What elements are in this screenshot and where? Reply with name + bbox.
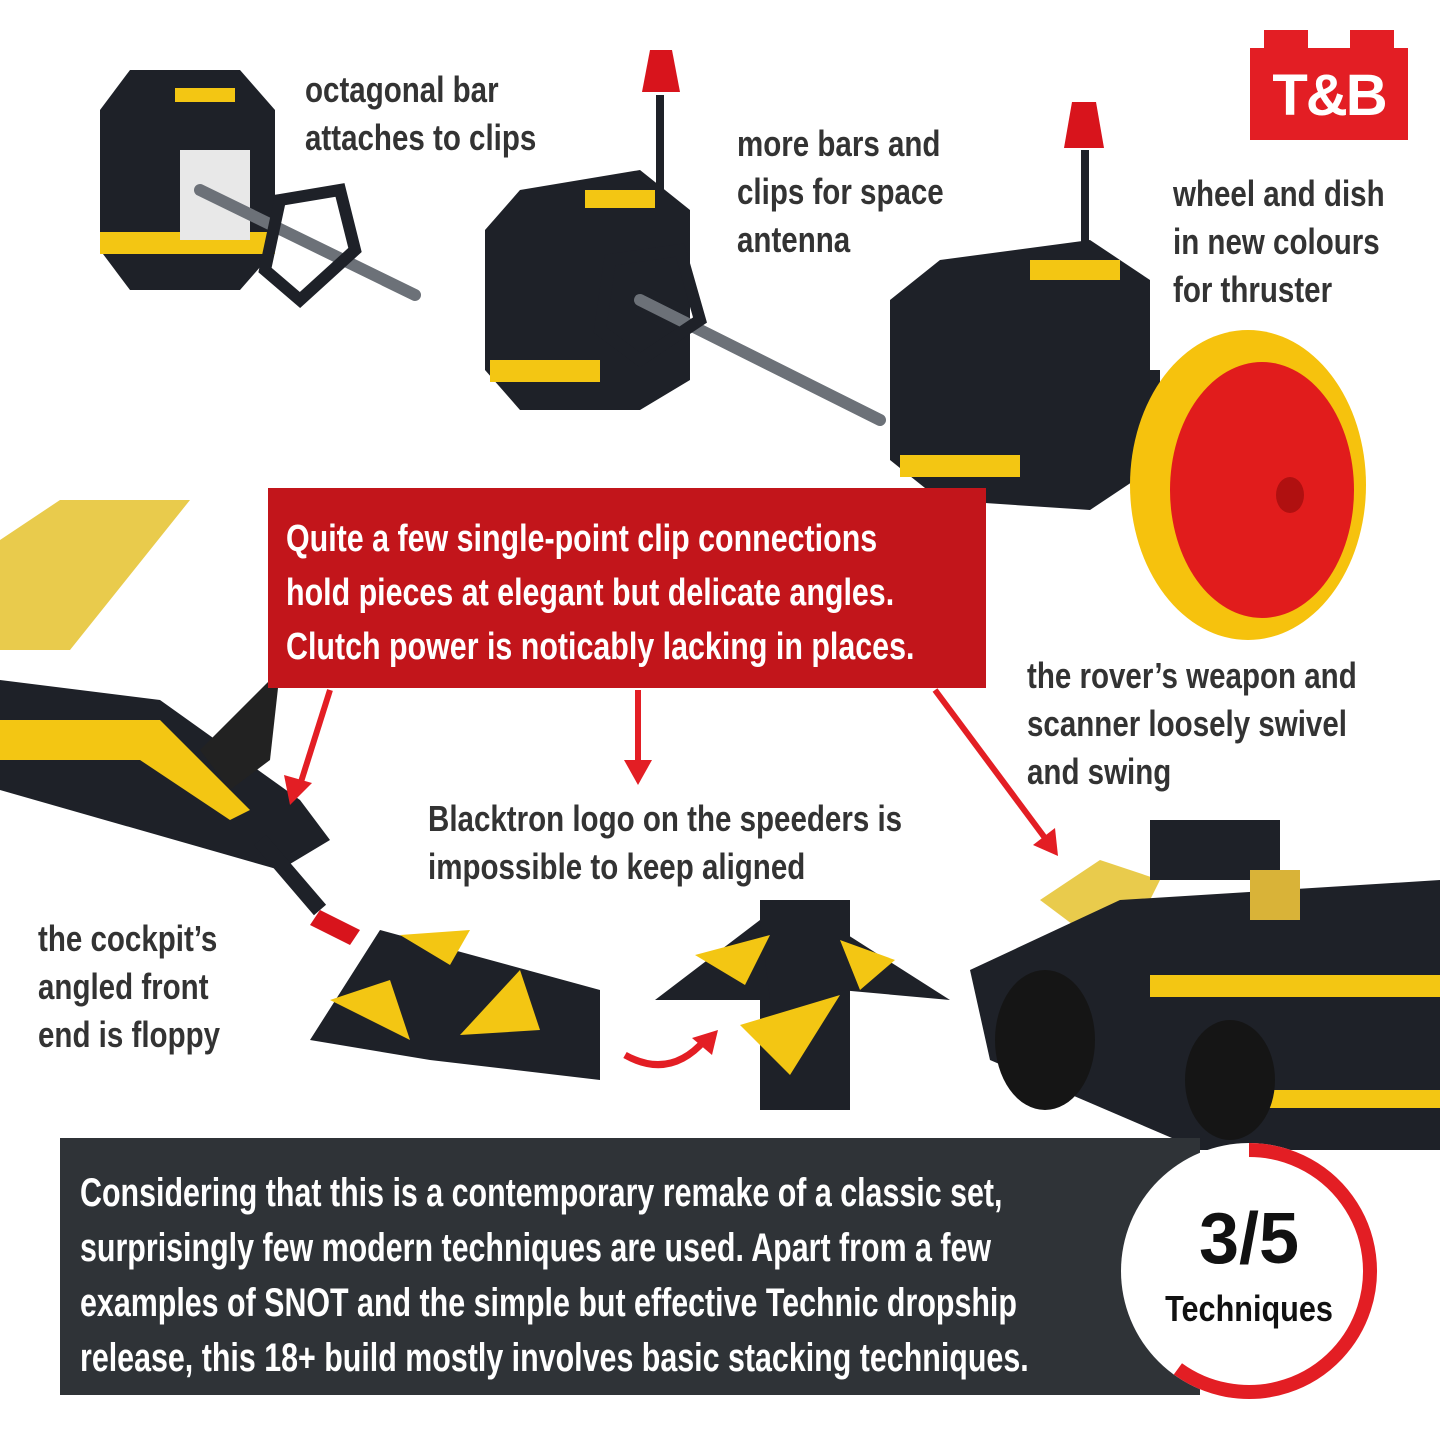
callout-arrows: [284, 688, 1058, 856]
callout-line: Clutch power is noticably lacking in pla…: [286, 626, 915, 668]
photo-cockpit: [0, 500, 360, 945]
rating-label: Techniques: [1165, 1288, 1333, 1329]
rotate-arrow: [623, 1037, 708, 1069]
photo-antenna: [485, 50, 886, 426]
summary-line: release, this 18+ build mostly involves …: [80, 1336, 1029, 1380]
logo-text: T&B: [1272, 63, 1387, 128]
callout-line: hold pieces at elegant but delicate angl…: [286, 572, 895, 614]
rating-ring: [1173, 1143, 1377, 1399]
rating-badge: 3/5 Techniques: [1118, 1140, 1380, 1402]
photo-thruster: [890, 102, 1366, 640]
callout-box: Quite a few single-point clip connection…: [268, 488, 986, 688]
photo-speeder-right: [655, 900, 950, 1110]
summary-line: Considering that this is a contemporary …: [80, 1171, 1003, 1215]
callout-line: Quite a few single-point clip connection…: [286, 518, 878, 560]
summary-box: Considering that this is a contemporary …: [60, 1138, 1200, 1395]
summary-line: surprisingly few modern techniques are u…: [80, 1226, 992, 1270]
rating-score: 3/5: [1198, 1199, 1300, 1279]
photo-speeder-left: [310, 930, 600, 1080]
photo-rover: [970, 820, 1440, 1150]
photo-octagonal-bar: [100, 70, 421, 309]
summary-line: examples of SNOT and the simple but effe…: [80, 1281, 1017, 1325]
brand-logo: T&B: [1250, 30, 1408, 140]
